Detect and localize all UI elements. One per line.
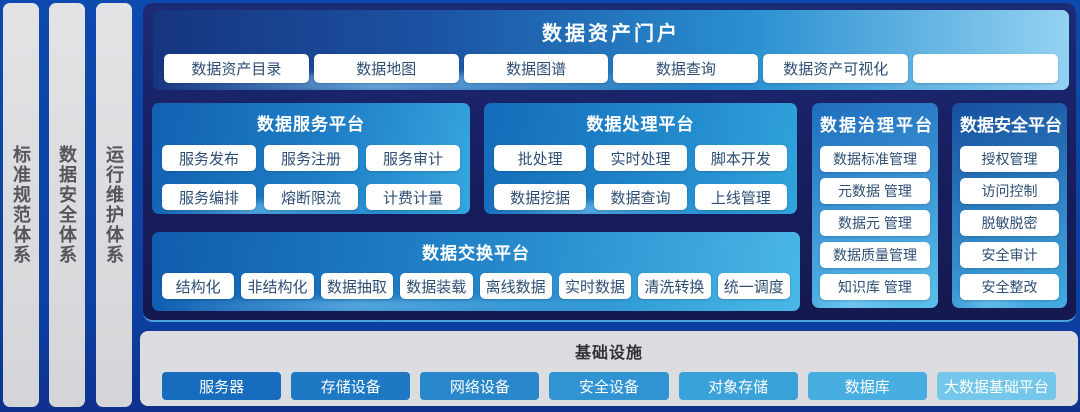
exchange-item[interactable]: 非结构化: [241, 273, 314, 299]
exchange-item[interactable]: 数据装载: [400, 273, 473, 299]
portal-title: 数据资产门户: [542, 23, 680, 45]
exchange-item[interactable]: 离线数据: [479, 273, 552, 299]
service-item[interactable]: 服务注册: [264, 145, 358, 171]
security-item[interactable]: 访问控制: [960, 178, 1059, 204]
exchange-items-row: 结构化非结构化数据抽取数据装载离线数据实时数据清洗转换统一调度: [162, 273, 790, 299]
pillar-label: 数据安全体系: [57, 145, 77, 265]
portal-button[interactable]: 数据查询: [613, 54, 759, 83]
data-exchange-platform-panel: 数据交换平台 结构化非结构化数据抽取数据装载离线数据实时数据清洗转换统一调度: [152, 232, 800, 311]
governance-platform-title: 数据治理平台: [820, 116, 934, 135]
data-asset-portal-panel: 数据资产门户 数据资产目录数据地图数据图谱数据查询数据资产可视化: [153, 10, 1069, 90]
processing-item[interactable]: 脚本开发: [694, 145, 787, 171]
pillar-data-security-system: 数据安全体系: [49, 3, 85, 407]
exchange-item[interactable]: 结构化: [162, 273, 235, 299]
infrastructure-panel: 基础设施 服务器存储设备网络设备安全设备对象存储数据库大数据基础平台: [140, 331, 1078, 406]
portal-button[interactable]: 数据地图: [313, 54, 459, 83]
infrastructure-title: 基础设施: [574, 345, 643, 362]
service-item[interactable]: 服务编排: [162, 184, 256, 210]
security-item[interactable]: 授权管理: [960, 146, 1059, 172]
processing-item[interactable]: 实时处理: [594, 145, 687, 171]
processing-item[interactable]: 数据查询: [594, 184, 687, 210]
governance-item[interactable]: 元数据 管理: [820, 178, 930, 204]
pillar-label: 运行维护体系: [104, 145, 124, 265]
data-governance-platform-panel: 数据治理平台 数据标准管理元数据 管理数据元 管理数据质量管理知识库 管理: [812, 103, 938, 308]
infrastructure-item[interactable]: 数据库: [807, 372, 927, 400]
processing-item[interactable]: 上线管理: [694, 184, 787, 210]
infrastructure-item[interactable]: 对象存储: [678, 372, 798, 400]
governance-item[interactable]: 知识库 管理: [820, 274, 930, 300]
main-architecture-container: 数据资产门户 数据资产目录数据地图数据图谱数据查询数据资产可视化 数据服务平台 …: [143, 3, 1076, 322]
processing-item[interactable]: 批处理: [494, 145, 587, 171]
infrastructure-item[interactable]: 网络设备: [420, 372, 540, 400]
pillar-operations-system: 运行维护体系: [96, 3, 132, 407]
portal-buttons-row: 数据资产目录数据地图数据图谱数据查询数据资产可视化: [153, 46, 1069, 83]
infrastructure-item[interactable]: 安全设备: [549, 372, 669, 400]
infrastructure-item[interactable]: 服务器: [162, 372, 282, 400]
security-item[interactable]: 安全整改: [960, 274, 1059, 300]
portal-button[interactable]: [913, 54, 1058, 83]
exchange-platform-title: 数据交换平台: [422, 244, 530, 263]
exchange-item[interactable]: 数据抽取: [320, 273, 394, 299]
processing-platform-title: 数据处理平台: [586, 115, 695, 134]
service-item[interactable]: 熔断限流: [264, 184, 358, 210]
service-items-grid: 服务发布服务注册服务审计服务编排熔断限流计费计量: [162, 145, 460, 210]
security-item[interactable]: 脱敏脱密: [960, 210, 1059, 236]
exchange-item[interactable]: 统一调度: [717, 273, 790, 299]
security-item[interactable]: 安全审计: [960, 242, 1059, 268]
service-item[interactable]: 服务审计: [366, 145, 460, 171]
infrastructure-item[interactable]: 大数据基础平台: [936, 372, 1056, 400]
governance-item[interactable]: 数据质量管理: [820, 242, 930, 268]
governance-items-column: 数据标准管理元数据 管理数据元 管理数据质量管理知识库 管理: [820, 146, 930, 300]
service-item[interactable]: 计费计量: [366, 184, 460, 210]
exchange-item[interactable]: 清洗转换: [638, 273, 711, 299]
portal-button[interactable]: 数据图谱: [463, 54, 609, 83]
security-platform-title: 数据安全平台: [960, 116, 1062, 135]
data-processing-platform-panel: 数据处理平台 批处理实时处理脚本开发数据挖据数据查询上线管理: [484, 103, 797, 214]
portal-button[interactable]: 数据资产可视化: [763, 54, 909, 83]
security-items-column: 授权管理访问控制脱敏脱密安全审计安全整改: [960, 146, 1059, 300]
governance-item[interactable]: 数据元 管理: [820, 210, 930, 236]
infrastructure-item[interactable]: 存储设备: [291, 372, 411, 400]
exchange-item[interactable]: 实时数据: [558, 273, 632, 299]
governance-item[interactable]: 数据标准管理: [820, 146, 930, 172]
pillar-label: 标准规范体系: [11, 145, 31, 265]
portal-button[interactable]: 数据资产目录: [164, 54, 309, 83]
processing-items-grid: 批处理实时处理脚本开发数据挖据数据查询上线管理: [494, 145, 787, 210]
service-platform-title: 数据服务平台: [257, 115, 365, 134]
infrastructure-buttons-row: 服务器存储设备网络设备安全设备对象存储数据库大数据基础平台: [140, 363, 1078, 400]
processing-item[interactable]: 数据挖据: [494, 184, 587, 210]
pillar-standards-system: 标准规范体系: [3, 3, 39, 407]
service-item[interactable]: 服务发布: [162, 145, 256, 171]
data-service-platform-panel: 数据服务平台 服务发布服务注册服务审计服务编排熔断限流计费计量: [152, 103, 470, 214]
data-security-platform-panel: 数据安全平台 授权管理访问控制脱敏脱密安全审计安全整改: [952, 103, 1067, 308]
